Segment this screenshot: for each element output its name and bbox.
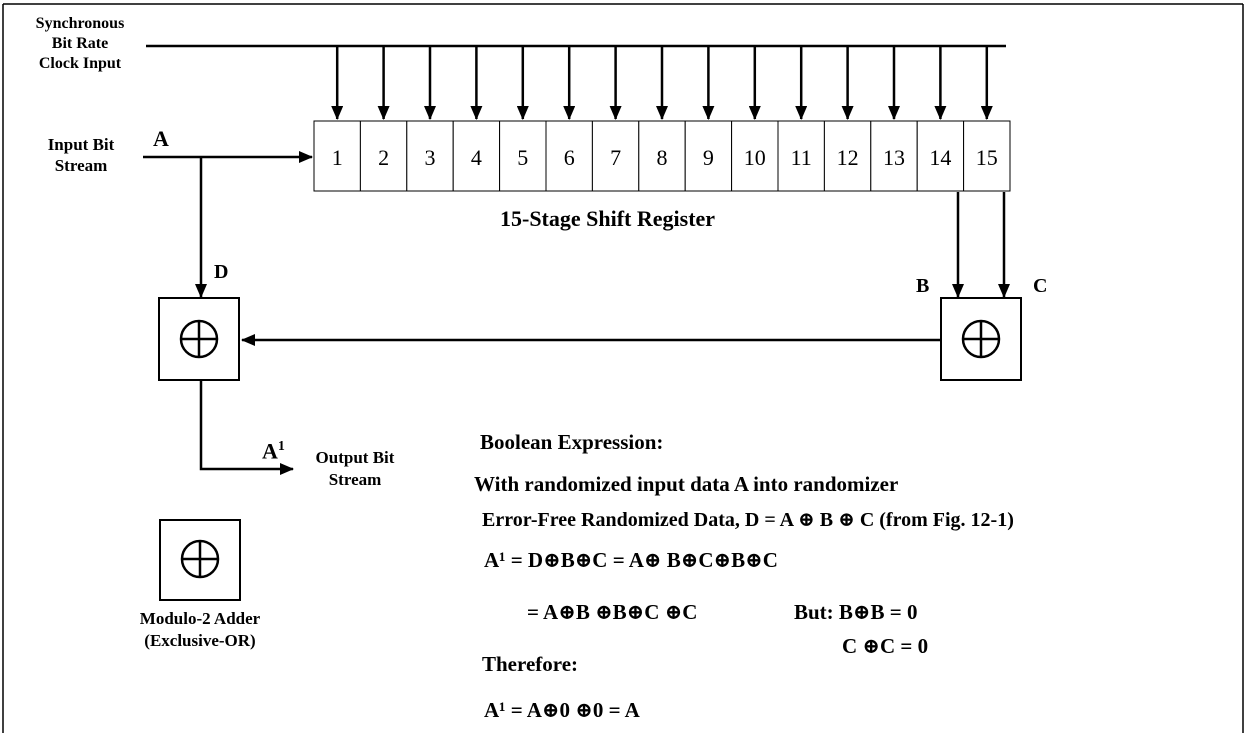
output-line: [199, 381, 294, 475]
register-cell-9: [684, 120, 733, 192]
clock-label-line2: Bit Rate: [51, 35, 109, 52]
signal-c-label: C: [1033, 275, 1048, 297]
register-cell-label-2: 2: [378, 145, 389, 170]
clock-label-line1: Synchronous: [35, 15, 125, 32]
legend-label: Modulo-2 Adder (Exclusive-OR): [130, 608, 270, 652]
expression-line-5: A¹ = A⊕0 ⊕0 = A: [484, 698, 640, 722]
legend-label-line1: Modulo-2 Adder: [139, 609, 261, 628]
register-cell-label-3: 3: [425, 145, 436, 170]
register-cell-label-14: 14: [929, 145, 951, 170]
register-caption: 15-Stage Shift Register: [500, 206, 716, 231]
signal-b-label: B: [916, 275, 930, 297]
clock-label-line3: Clock Input: [38, 55, 122, 72]
register-cell-label-15: 15: [976, 145, 998, 170]
input-label-line1: Input Bit: [47, 135, 115, 154]
input-stream-label: Input Bit Stream: [26, 134, 136, 176]
left-xor-adder: [158, 297, 240, 381]
output-label-line1: Output Bit: [315, 448, 395, 467]
expression-line-3: A¹ = D⊕B⊕C = A⊕ B⊕C⊕B⊕C: [484, 548, 778, 572]
register-cell-2: [359, 120, 408, 192]
register-cell-13: [870, 120, 918, 192]
expression-but-2: C ⊕C = 0: [842, 634, 929, 658]
register-cell-label-6: 6: [564, 145, 575, 170]
expression-line-2: Error-Free Randomized Data, D = A ⊕ B ⊕ …: [482, 509, 1014, 531]
register-cell-label-4: 4: [471, 145, 482, 170]
signal-a1-sup: 1: [277, 439, 285, 454]
register-cell-10: [731, 120, 779, 192]
register-cell-15: [963, 120, 1011, 192]
expression-heading: Boolean Expression:: [480, 430, 664, 454]
register-cell-label-9: 9: [703, 145, 714, 170]
register-cell-label-11: 11: [791, 145, 812, 170]
right-xor-adder: [940, 297, 1022, 381]
register-cell-label-1: 1: [332, 145, 343, 170]
signal-a1-base: A: [262, 438, 278, 464]
expression-line-1: With randomized input data A into random…: [474, 472, 899, 496]
expression-but-1: But: B⊕B = 0: [794, 600, 918, 624]
register-cell-1: [313, 120, 361, 192]
output-stream-label: Output Bit Stream: [300, 447, 410, 491]
expression-line-4: = A⊕B ⊕B⊕C ⊕C: [527, 600, 698, 624]
legend-xor-adder: [159, 519, 241, 601]
register-cell-label-5: 5: [517, 145, 528, 170]
signal-a-label: A: [153, 126, 169, 151]
clock-input-label: Synchronous Bit Rate Clock Input: [20, 14, 140, 74]
legend-label-line2: (Exclusive-OR): [144, 631, 256, 650]
input-label-line2: Stream: [54, 156, 108, 175]
register-cell-label-8: 8: [657, 145, 668, 170]
signal-a1-label: A1: [262, 440, 285, 462]
register-cell-3: [406, 120, 454, 192]
register-cell-label-7: 7: [610, 145, 621, 170]
register-cell-5: [499, 120, 547, 192]
clock-ticks: [331, 46, 993, 120]
register-cell-14: [916, 120, 965, 192]
register-cell-label-13: 13: [883, 145, 905, 170]
register-cell-11: [777, 120, 825, 192]
expression-therefore: Therefore:: [482, 652, 579, 676]
register-cell-label-12: 12: [837, 145, 859, 170]
register-cell-12: [823, 120, 872, 192]
register-cell-label-10: 10: [744, 145, 766, 170]
signal-d-label: D: [214, 261, 229, 283]
register-cell-8: [638, 120, 686, 192]
output-label-line2: Stream: [328, 470, 382, 489]
